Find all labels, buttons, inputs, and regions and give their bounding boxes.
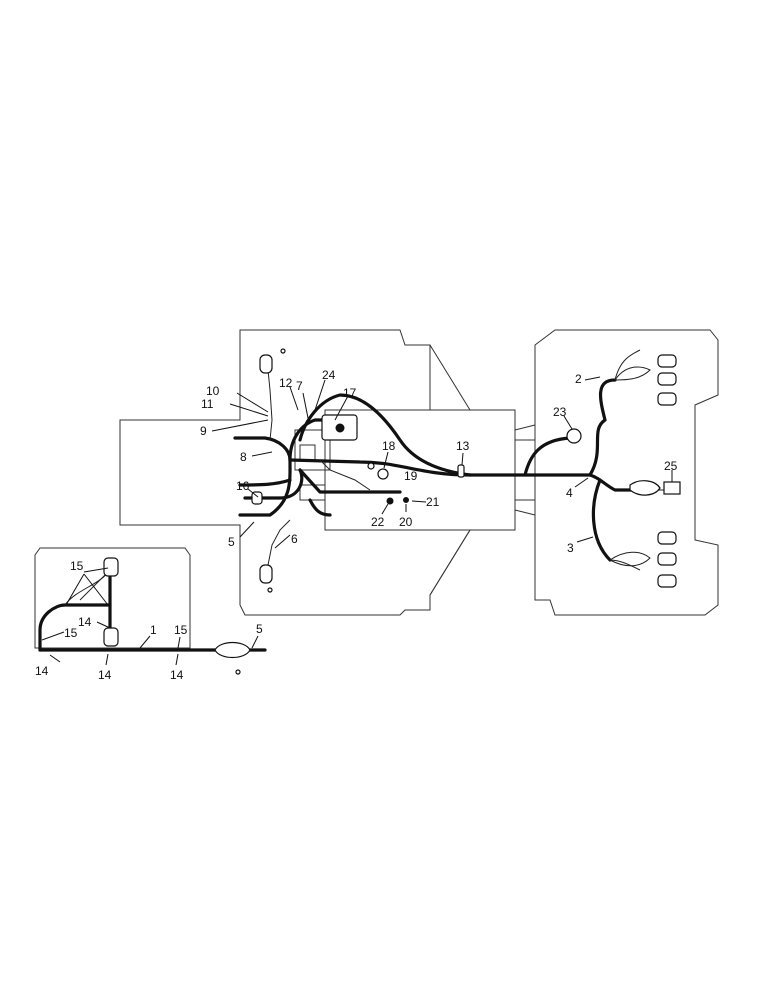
callout-2: 2	[575, 372, 582, 386]
box-25	[663, 481, 681, 495]
rear-lamp-cluster-lower	[609, 531, 677, 588]
callout-9: 9	[200, 424, 207, 438]
trailer-lamps	[103, 557, 119, 647]
rear-chassis-outline	[514, 329, 719, 616]
connector-13	[457, 464, 465, 478]
callout-14b: 14	[35, 664, 49, 678]
callout-19: 19	[404, 469, 418, 483]
callout-14d: 14	[170, 668, 184, 682]
callout-16: 16	[236, 479, 250, 493]
instrument-panel	[321, 414, 358, 441]
trailer-outline	[34, 547, 191, 649]
callout-3: 3	[567, 541, 574, 555]
rear-lamp-cluster-upper	[614, 354, 677, 406]
callout-7: 7	[296, 379, 303, 393]
callout-20: 20	[399, 515, 413, 529]
callout-6: 6	[291, 532, 298, 546]
callout-5a: 5	[228, 535, 235, 549]
callout-12: 12	[279, 376, 293, 390]
rear-centre-connector	[629, 480, 661, 496]
callout-8: 8	[240, 450, 247, 464]
front-left-lamp-upper	[259, 348, 286, 374]
callout-18: 18	[382, 439, 396, 453]
callout-10: 10	[206, 384, 220, 398]
callout-15c: 15	[174, 623, 188, 637]
callout-13: 13	[456, 439, 470, 453]
sensor-23	[566, 428, 582, 444]
callout-25: 25	[664, 459, 678, 473]
main-harness	[233, 378, 652, 562]
callout-4: 4	[566, 486, 573, 500]
callout-14c: 14	[98, 668, 112, 682]
switch-20-21-22	[386, 497, 409, 505]
trailer-plug	[214, 641, 251, 675]
callout-21: 21	[426, 495, 440, 509]
callouts: 1 2 3 4 5 5 6 7 8 9 10 11 12 13 14 14 14…	[35, 368, 678, 682]
callout-17: 17	[343, 386, 357, 400]
leader-lines	[41, 376, 673, 666]
callout-23: 23	[553, 405, 567, 419]
front-left-lamp-lower	[259, 564, 273, 593]
callout-22: 22	[371, 515, 385, 529]
callout-1: 1	[150, 623, 157, 637]
thin-wires	[64, 349, 665, 606]
connector-16	[251, 491, 263, 505]
callout-15b: 15	[64, 626, 78, 640]
callout-5b: 5	[256, 622, 263, 636]
switch-18-19	[367, 462, 389, 480]
callout-15a: 15	[70, 559, 84, 573]
callout-24: 24	[322, 368, 336, 382]
callout-14a: 14	[78, 615, 92, 629]
callout-11: 11	[201, 397, 214, 411]
